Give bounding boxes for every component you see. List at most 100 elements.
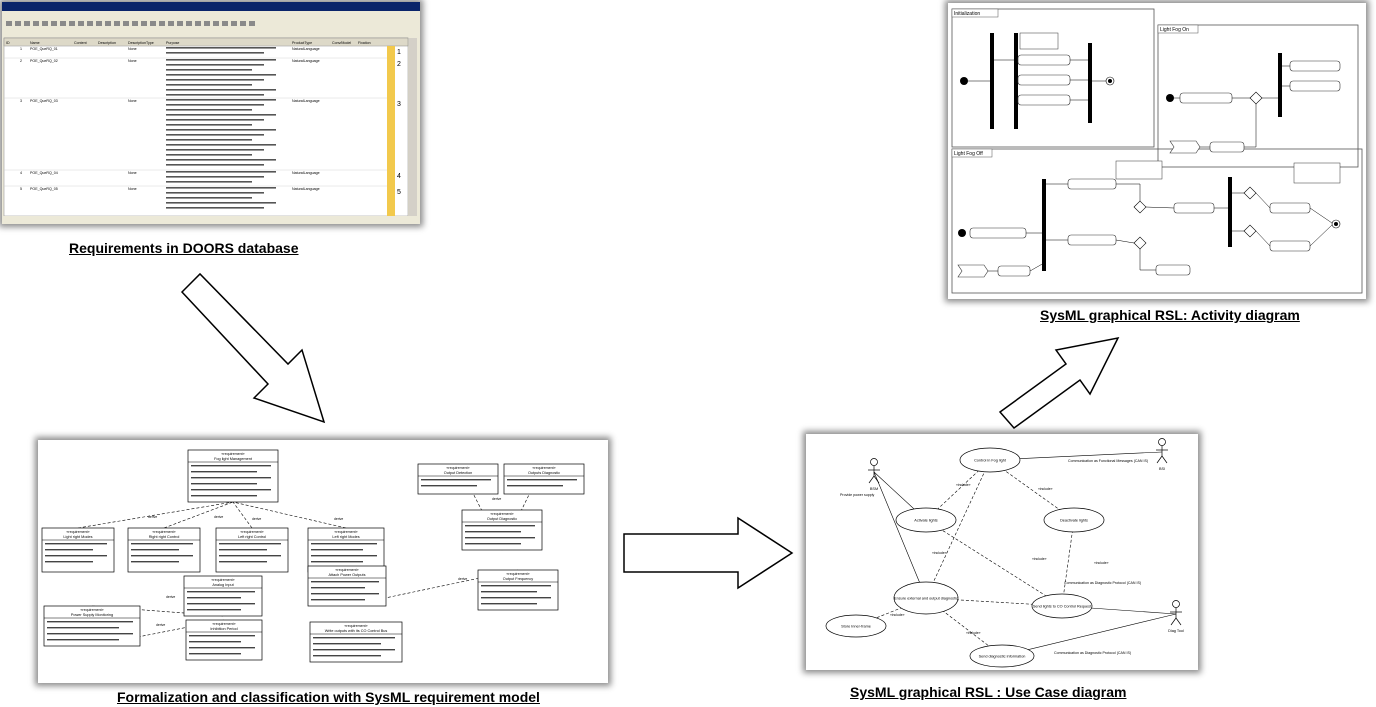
include-label: «include»: [966, 631, 981, 635]
doors-row-marker: 3: [397, 101, 401, 108]
requirement-block[interactable]: «requirement»Output Diagnostic: [461, 509, 543, 551]
requirement-block[interactable]: «requirement»Output Frequency: [477, 569, 559, 611]
use-case[interactable]: Send lights to CO Control Request: [1031, 593, 1093, 619]
requirement-block[interactable]: «requirement»Power Supply Monitoring: [43, 605, 141, 647]
use-case[interactable]: Control in Fog light: [959, 447, 1021, 473]
use-case-label: Activate lights: [914, 519, 938, 523]
doors-titlebar: [2, 2, 420, 11]
requirement-block[interactable]: «requirement»Outputs Diagnostic: [503, 463, 585, 495]
requirement-block[interactable]: «requirement»Output Detection: [417, 463, 499, 495]
up-right-arrow: [998, 336, 1120, 430]
derive-label: derive: [156, 623, 165, 627]
down-arrow: [180, 272, 326, 424]
requirement-stereotype: «requirement»: [66, 530, 89, 534]
activity-panel: Initialization Light Fog On Light Fog Of…: [948, 3, 1366, 299]
actor[interactable]: BSI: [1156, 438, 1168, 472]
requirement-stereotype: «requirement»: [152, 530, 175, 534]
doors-menubar: [2, 11, 420, 19]
doors-row-number: 3: [20, 99, 22, 103]
doors-column-header: ProductType: [292, 41, 312, 45]
requirement-title: Inhibition Period: [210, 627, 237, 631]
include-label: «include»: [1032, 557, 1047, 561]
use-case-label: Ensure external and output diagnostic: [894, 597, 958, 601]
doors-row-product: NaturalLanguage: [292, 171, 320, 175]
use-case[interactable]: Send diagnostic information: [969, 644, 1035, 668]
requirement-stereotype: «requirement»: [211, 578, 234, 582]
use-case-note: Communication as Diagnostic Protocol (CA…: [1054, 651, 1131, 655]
requirement-title: Left right Modes: [332, 535, 359, 539]
requirement-title: Attach Power Outputs: [329, 573, 366, 577]
doors-row-name: POE_QueRQ_05: [30, 187, 58, 191]
use-case-link: [873, 471, 927, 599]
doors-toolbar: [2, 19, 420, 28]
doors-row-name: POE_QueRQ_02: [30, 59, 58, 63]
requirement-block[interactable]: «requirement»Left right Control: [215, 527, 289, 573]
requirement-title: Output Frequency: [503, 577, 533, 581]
activity-frame-init-label: Initialization: [954, 11, 980, 17]
requirement-title: Write outputs with its CO Control Bus: [325, 629, 388, 633]
activity-frame-off-label: Light Fog Off: [954, 151, 983, 157]
doors-row-type: None: [128, 187, 137, 191]
doors-column-header: ID: [6, 41, 10, 45]
requirement-block[interactable]: «requirement»Right right Control: [127, 527, 201, 573]
requirement-title: Output Diagnostic: [487, 517, 517, 521]
actor-label: Diag Tool: [1168, 629, 1184, 633]
doors-caption: Requirements in DOORS database: [69, 240, 299, 256]
use-case[interactable]: Ensure external and output diagnostic: [893, 581, 959, 615]
use-case-link: [1001, 613, 1177, 657]
doors-scrollbar: [409, 38, 417, 216]
requirement-stereotype: «requirement»: [80, 608, 103, 612]
use-case-label: Send lights to CO Control Request: [1033, 605, 1092, 609]
actor-label: BSM: [870, 487, 878, 491]
use-case-label: Control in Fog light: [974, 459, 1007, 463]
use-case[interactable]: Activate lights: [895, 507, 957, 533]
derive-line: [232, 501, 253, 529]
doors-column-header: DescriptionType: [128, 41, 154, 45]
formalization-caption: Formalization and classification with Sy…: [117, 689, 540, 705]
actor[interactable]: BSM: [868, 458, 880, 492]
requirement-stereotype: «requirement»: [344, 624, 367, 628]
requirement-block[interactable]: «requirement»Left right Modes: [307, 527, 385, 573]
doors-row-name: POE_QueRQ_01: [30, 47, 58, 51]
doors-column-header: Name: [30, 41, 40, 45]
doors-column-header: Purpose: [166, 41, 179, 45]
actor[interactable]: Diag Tool: [1168, 600, 1184, 634]
requirement-block[interactable]: «requirement»Write outputs with its CO C…: [309, 621, 403, 663]
derive-label: derive: [214, 515, 223, 519]
requirement-blocks: «requirement»Fog light Management «requir…: [41, 449, 585, 663]
use-case-label: Store Inner-frame: [841, 625, 871, 629]
activity-frame-on-label: Light Fog On: [1160, 27, 1189, 33]
use-case[interactable]: Deactivate lights: [1043, 507, 1105, 533]
requirement-block[interactable]: «requirement»Attach Power Outputs: [307, 565, 387, 607]
requirement-stereotype: «requirement»: [532, 466, 555, 470]
doors-column-header: Fixation: [358, 41, 371, 45]
requirement-stereotype: «requirement»: [446, 466, 469, 470]
use-case[interactable]: Store Inner-frame: [825, 614, 887, 638]
usecase-caption: SysML graphical RSL : Use Case diagram: [850, 684, 1127, 700]
actors: BSM BSI Diag Tool: [868, 438, 1184, 634]
doors-row-number: 2: [20, 59, 22, 63]
doors-row-marker: 4: [397, 173, 401, 180]
doors-column-header: Conv/Model: [332, 41, 351, 45]
derive-label: derive: [148, 515, 157, 519]
requirement-block[interactable]: «requirement»Inhibition Period: [185, 619, 263, 661]
requirement-block[interactable]: «requirement»Analog Input: [183, 575, 263, 617]
reqmodel-panel: «requirement»Fog light Management «requir…: [38, 440, 608, 683]
requirement-block[interactable]: «requirement»Fog light Management: [187, 449, 279, 503]
use-case-link: [925, 459, 991, 599]
activity-frame-on: [1157, 24, 1359, 168]
requirement-model-diagram: «requirement»Fog light Management «requir…: [38, 440, 608, 683]
derive-label: derive: [166, 595, 175, 599]
requirement-block[interactable]: «requirement»Light right Modes: [41, 527, 115, 573]
doors-row-type: None: [128, 171, 137, 175]
doors-marker-column: [387, 46, 395, 216]
